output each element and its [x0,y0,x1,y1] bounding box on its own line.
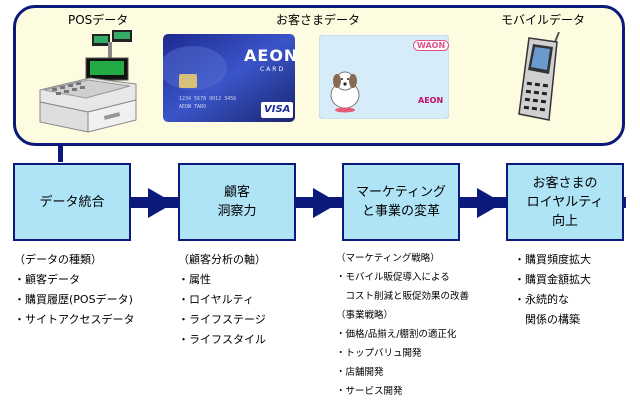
list-item: 関係の構築 [514,313,580,326]
list-item: ・店舗開発 [336,367,384,378]
analysis-axes-list: （顧客分析の軸） ・属性 ・ロイヤルティ ・ライフステージ ・ライフスタイル [178,250,266,350]
waon-aeon-brand: AEON [418,96,444,105]
mobile-data-title: モバイルデータ [501,13,586,27]
panel-to-flow-connector [58,144,63,162]
step-label-line: データ統合 [39,194,105,210]
list-item: ・永続的な [514,293,569,306]
list-item: ・価格/品揃え/棚割の適正化 [336,329,457,340]
list-item: ・購買頻度拡大 [514,253,591,266]
list-item: ・購買履歴(POSデータ) [14,293,133,306]
step-customer-insight: 顧客 洞察力 [178,163,296,241]
aeon-card-sublabel: CARD [260,66,286,73]
list-item: ・購買金額拡大 [514,273,591,286]
pos-data-title: POSデータ [68,13,129,27]
visa-logo: VISA [264,104,291,115]
step-label-line: 洞察力 [217,204,257,219]
step-label-line: お客さまの [532,175,598,191]
step-label-line: ロイヤルティ [526,194,604,210]
list-item: ・属性 [178,273,211,286]
data-types-list: （データの種類） ・顧客データ ・購買履歴(POSデータ) ・サイトアクセスデー… [14,250,134,330]
list-item: ・ライフスタイル [178,333,266,346]
svg-text:AEON TARO: AEON TARO [179,104,206,110]
list-item: （データの種類） [14,253,102,266]
flow-arrow-head-1 [148,188,174,218]
list-item: ・ロイヤルティ [178,293,255,306]
svg-text:1234 5678 9012 3456: 1234 5678 9012 3456 [179,96,236,102]
list-item: ・顧客データ [14,273,80,286]
waon-card-image [319,35,449,119]
step-label-line: 向上 [551,213,578,229]
step-label-line: マーケティング [356,185,446,200]
loyalty-outcomes-list: ・購買頻度拡大 ・購買金額拡大 ・永続的な 関係の構築 [514,250,591,330]
step-customer-loyalty: お客さまの ロイヤルティ 向上 [506,163,624,241]
waon-logo: WAON [413,40,450,51]
marketing-strategy-list: （マーケティング戦略） ・モバイル販促導入による コスト削減と販促効果の改善 （… [336,249,469,401]
list-item: （マーケティング戦略） [336,253,440,264]
step-label-line: と事業の変革 [361,204,440,219]
list-item: ・サービス開発 [336,386,403,397]
customer-data-title: お客さまデータ [276,13,361,27]
aeon-card-logo: AEON [244,46,299,65]
step-data-integration: データ統合 [13,163,131,241]
list-item: （事業戦略） [336,310,394,321]
flow-arrow-head-2 [313,188,339,218]
list-item: ・トップバリュ開発 [336,348,422,359]
aeon-credit-card-image: 1234 5678 9012 3456 AEON TARO [163,34,295,122]
list-item: ・サイトアクセスデータ [14,313,135,326]
list-item: ・モバイル販促導入による [336,272,450,283]
pos-register-image [39,30,137,133]
list-item: コスト削減と販促効果の改善 [336,291,470,302]
step-label-line: 顧客 [223,185,250,200]
flow-arrow-head-3 [477,188,503,218]
list-item: （顧客分析の軸） [178,253,266,266]
step-marketing-transformation: マーケティング と事業の変革 [342,163,460,241]
mobile-phone-image [518,32,560,121]
list-item: ・ライフステージ [178,313,266,326]
